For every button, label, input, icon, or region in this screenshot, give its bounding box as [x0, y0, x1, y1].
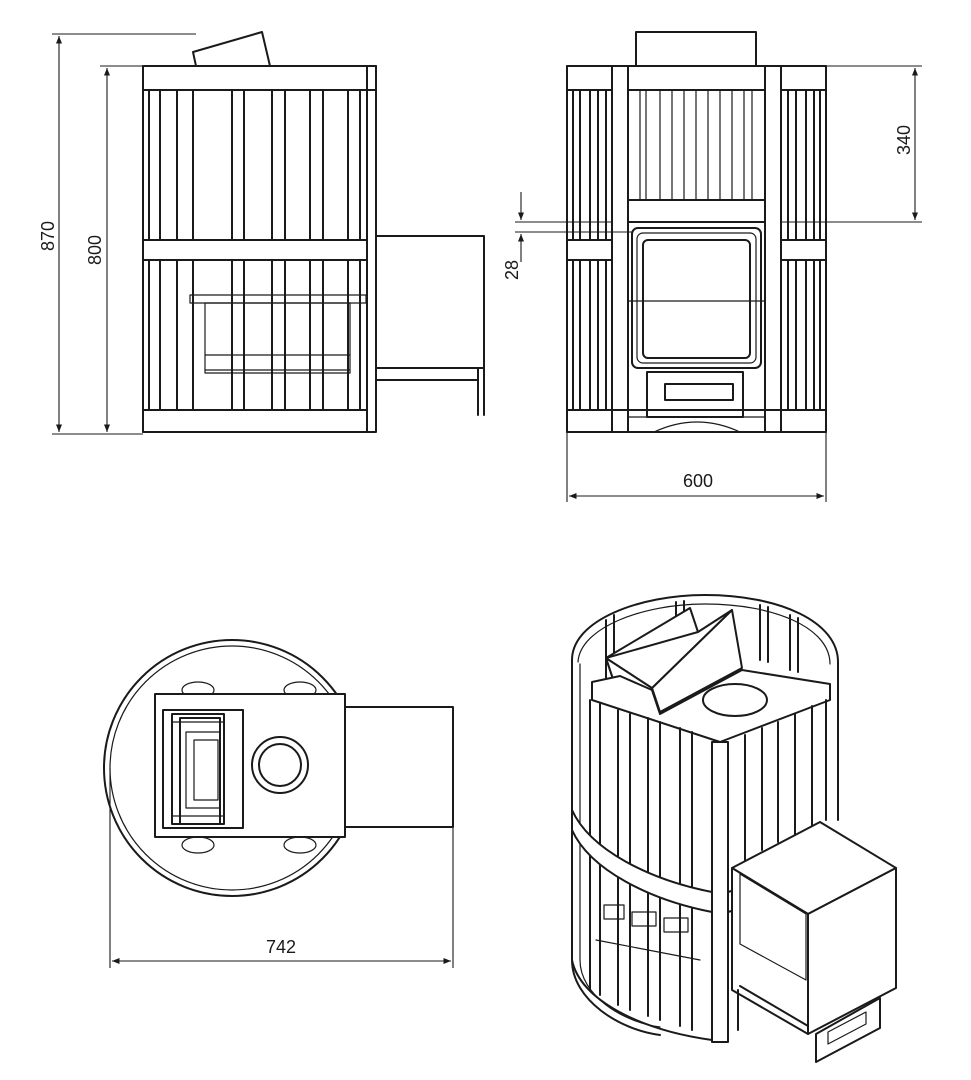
- front-chimney: [635, 31, 757, 67]
- dim-870: 870: [38, 33, 196, 435]
- dim-800: 800: [85, 65, 143, 432]
- iso-bottom-ring: [571, 959, 713, 1041]
- iso-chimney-hole: [702, 683, 768, 717]
- front-right-mid-rail: [780, 239, 827, 261]
- top-door-block: [162, 709, 244, 829]
- dim-600-label: 600: [683, 471, 713, 491]
- iso-tunnel: [731, 821, 897, 1063]
- side-bars-lower: [148, 259, 361, 411]
- iso-top-ring-back: [571, 594, 839, 663]
- dim-340: 340: [780, 65, 922, 223]
- top-view: 742: [103, 639, 454, 968]
- iso-inner-detail: [595, 904, 701, 961]
- front-left-bars: [572, 89, 607, 411]
- front-door: [627, 227, 766, 369]
- side-tunnel: [375, 235, 485, 416]
- side-firebox-detail: [189, 294, 367, 374]
- side-view: 870 800: [38, 31, 485, 435]
- front-stone-slats: [639, 89, 753, 201]
- dim-742: 742: [109, 768, 454, 968]
- iso-top-plate: [591, 669, 831, 743]
- dim-28-label: 28: [502, 260, 522, 280]
- front-top-rail: [566, 65, 827, 91]
- side-chimney: [192, 31, 271, 67]
- dim-340-label: 340: [894, 125, 914, 155]
- front-left-mid-rail: [566, 239, 613, 261]
- front-top-plate: [627, 199, 766, 223]
- side-middle-rail: [142, 239, 368, 261]
- front-frame: [566, 65, 827, 433]
- dim-800-label: 800: [85, 235, 105, 265]
- front-right-bars: [787, 89, 821, 411]
- dim-742-label: 742: [266, 937, 296, 957]
- dim-28: 28: [502, 192, 632, 280]
- iso-middle-band-left: [571, 809, 713, 913]
- side-bottom-rail: [142, 409, 368, 433]
- top-chimney-outer: [251, 736, 309, 794]
- front-ash-pan: [627, 371, 766, 433]
- isometric-view: [571, 594, 897, 1063]
- side-top-rail: [142, 65, 377, 91]
- front-view: 340 28 600: [502, 31, 922, 502]
- iso-front-post: [711, 741, 729, 1043]
- front-post-right: [764, 65, 782, 433]
- iso-right-bars: [744, 699, 827, 861]
- top-chimney-inner: [258, 743, 302, 787]
- front-post-left: [611, 65, 629, 433]
- top-tunnel: [344, 706, 454, 828]
- iso-top-ring-back-inner: [577, 603, 831, 665]
- dim-870-label: 870: [38, 221, 58, 251]
- dim-600: 600: [566, 432, 827, 502]
